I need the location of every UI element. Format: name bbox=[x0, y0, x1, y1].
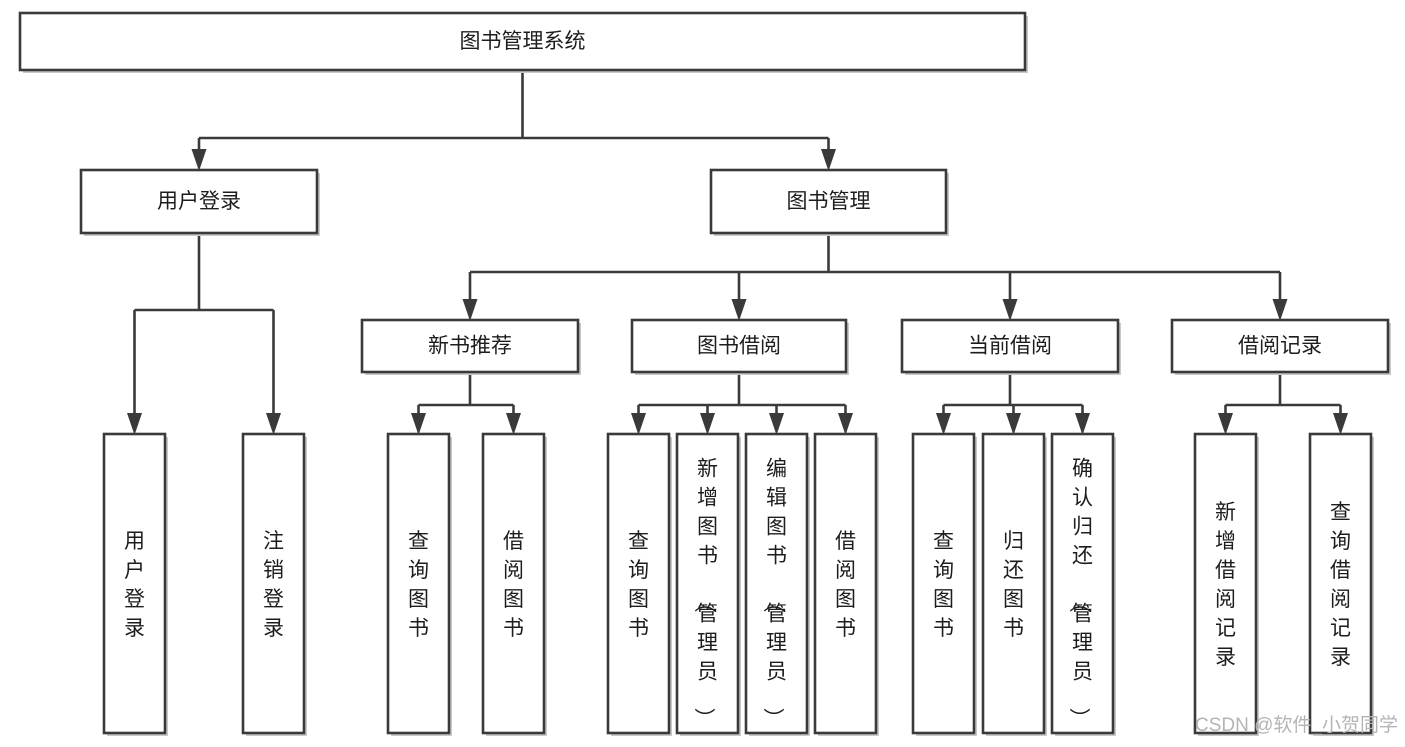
node-l-nb-borrow[interactable]: 借阅图书 bbox=[481, 432, 547, 736]
edge-arrowhead bbox=[936, 413, 951, 435]
edge-arrowhead bbox=[1218, 413, 1233, 435]
edge-arrowhead bbox=[1333, 413, 1348, 435]
node-n-user-login[interactable]: 用户登录 bbox=[79, 168, 320, 236]
edge-arrowhead bbox=[266, 413, 281, 435]
node-rect[interactable] bbox=[1170, 318, 1390, 374]
edge-arrowhead bbox=[631, 413, 646, 435]
node-label: 归还图书 bbox=[1003, 530, 1024, 640]
node-n-current[interactable]: 当前借阅 bbox=[900, 318, 1121, 375]
edge-arrowhead bbox=[821, 149, 836, 171]
edge-arrowhead bbox=[1272, 299, 1288, 321]
edge-arrowhead bbox=[1006, 413, 1021, 435]
node-l-bk-add[interactable]: 新增图书（管理员） bbox=[675, 432, 741, 736]
edge-group bbox=[191, 70, 836, 171]
nodes-layer: 图书管理系统用户登录图书管理新书推荐图书借阅当前借阅借阅记录用户登录注销登录查询… bbox=[18, 11, 1391, 736]
node-label: 图书借阅 bbox=[697, 335, 781, 358]
node-l-user-login[interactable]: 用户登录 bbox=[102, 432, 168, 736]
node-label: 编辑图书（管理员） bbox=[761, 458, 787, 729]
node-rect[interactable] bbox=[102, 432, 167, 735]
edge-group bbox=[411, 372, 521, 435]
node-l-cb-query[interactable]: 查询图书 bbox=[911, 432, 977, 736]
edge-arrowhead bbox=[1075, 413, 1090, 435]
node-rect[interactable] bbox=[709, 168, 948, 235]
node-rect[interactable] bbox=[900, 318, 1120, 374]
edge-group bbox=[1218, 372, 1348, 435]
node-n-borrow[interactable]: 图书借阅 bbox=[630, 318, 849, 375]
node-label: 注销登录 bbox=[263, 530, 284, 640]
edge-group bbox=[936, 372, 1090, 435]
node-rect[interactable] bbox=[981, 432, 1046, 735]
edge-arrowhead bbox=[1002, 299, 1018, 321]
node-label: 确认归还（管理员） bbox=[1067, 458, 1093, 729]
node-label: 当前借阅 bbox=[968, 335, 1052, 358]
node-l-cb-confirm[interactable]: 确认归还（管理员） bbox=[1050, 432, 1116, 736]
node-rect[interactable] bbox=[630, 318, 848, 374]
node-rect[interactable] bbox=[360, 318, 580, 374]
node-label: 借阅记录 bbox=[1238, 335, 1322, 358]
node-label: 新书推荐 bbox=[428, 335, 512, 358]
edge-arrowhead bbox=[838, 413, 853, 435]
csdn-watermark: CSDN @软件_小贺同学 bbox=[1195, 714, 1398, 736]
node-l-rc-add[interactable]: 新增借阅记录 bbox=[1193, 432, 1259, 736]
node-label: 查询图书 bbox=[933, 530, 954, 640]
node-label: 查询借阅记录 bbox=[1330, 501, 1351, 669]
edge-group bbox=[631, 372, 853, 435]
node-n-records[interactable]: 借阅记录 bbox=[1170, 318, 1391, 375]
edge-group bbox=[127, 233, 281, 435]
node-rect[interactable] bbox=[911, 432, 976, 735]
node-label: 用户登录 bbox=[157, 190, 241, 213]
node-rect[interactable] bbox=[1193, 432, 1258, 735]
edge-group bbox=[462, 233, 1288, 321]
edge-arrowhead bbox=[411, 413, 426, 435]
node-l-nb-query[interactable]: 查询图书 bbox=[386, 432, 452, 736]
node-rect[interactable] bbox=[744, 432, 809, 735]
node-label: 图书管理 bbox=[787, 190, 871, 213]
node-rect[interactable] bbox=[813, 432, 878, 735]
node-l-bk-borrow[interactable]: 借阅图书 bbox=[813, 432, 879, 736]
node-n-book-mgmt[interactable]: 图书管理 bbox=[709, 168, 949, 236]
node-rect[interactable] bbox=[18, 11, 1027, 72]
node-label: 查询图书 bbox=[628, 530, 649, 640]
node-label: 查询图书 bbox=[408, 530, 429, 640]
node-rect[interactable] bbox=[606, 432, 671, 735]
edge-arrowhead bbox=[506, 413, 521, 435]
node-rect[interactable] bbox=[386, 432, 451, 735]
node-label: 用户登录 bbox=[124, 530, 145, 640]
edge-arrowhead bbox=[127, 413, 142, 435]
node-l-bk-query[interactable]: 查询图书 bbox=[606, 432, 672, 736]
node-n-new-books[interactable]: 新书推荐 bbox=[360, 318, 581, 375]
node-l-bk-edit[interactable]: 编辑图书（管理员） bbox=[744, 432, 810, 736]
edge-arrowhead bbox=[769, 413, 784, 435]
node-l-user-logout[interactable]: 注销登录 bbox=[241, 432, 307, 736]
node-root[interactable]: 图书管理系统 bbox=[18, 11, 1028, 73]
edge-arrowhead bbox=[700, 413, 715, 435]
node-l-rc-query[interactable]: 查询借阅记录 bbox=[1308, 432, 1374, 736]
node-label: 新增借阅记录 bbox=[1215, 501, 1236, 669]
node-label: 新增图书（管理员） bbox=[692, 458, 718, 729]
node-l-cb-return[interactable]: 归还图书 bbox=[981, 432, 1047, 736]
node-label: 借阅图书 bbox=[503, 530, 524, 640]
node-label: 借阅图书 bbox=[835, 530, 856, 640]
node-rect[interactable] bbox=[79, 168, 319, 235]
edge-arrowhead bbox=[731, 299, 747, 321]
node-rect[interactable] bbox=[241, 432, 306, 735]
node-rect[interactable] bbox=[481, 432, 546, 735]
node-rect[interactable] bbox=[1050, 432, 1115, 735]
node-label: 图书管理系统 bbox=[460, 30, 586, 53]
edge-arrowhead bbox=[191, 149, 207, 171]
edges-layer bbox=[127, 70, 1348, 435]
node-rect[interactable] bbox=[675, 432, 740, 735]
edge-arrowhead bbox=[462, 299, 478, 321]
node-rect[interactable] bbox=[1308, 432, 1373, 735]
